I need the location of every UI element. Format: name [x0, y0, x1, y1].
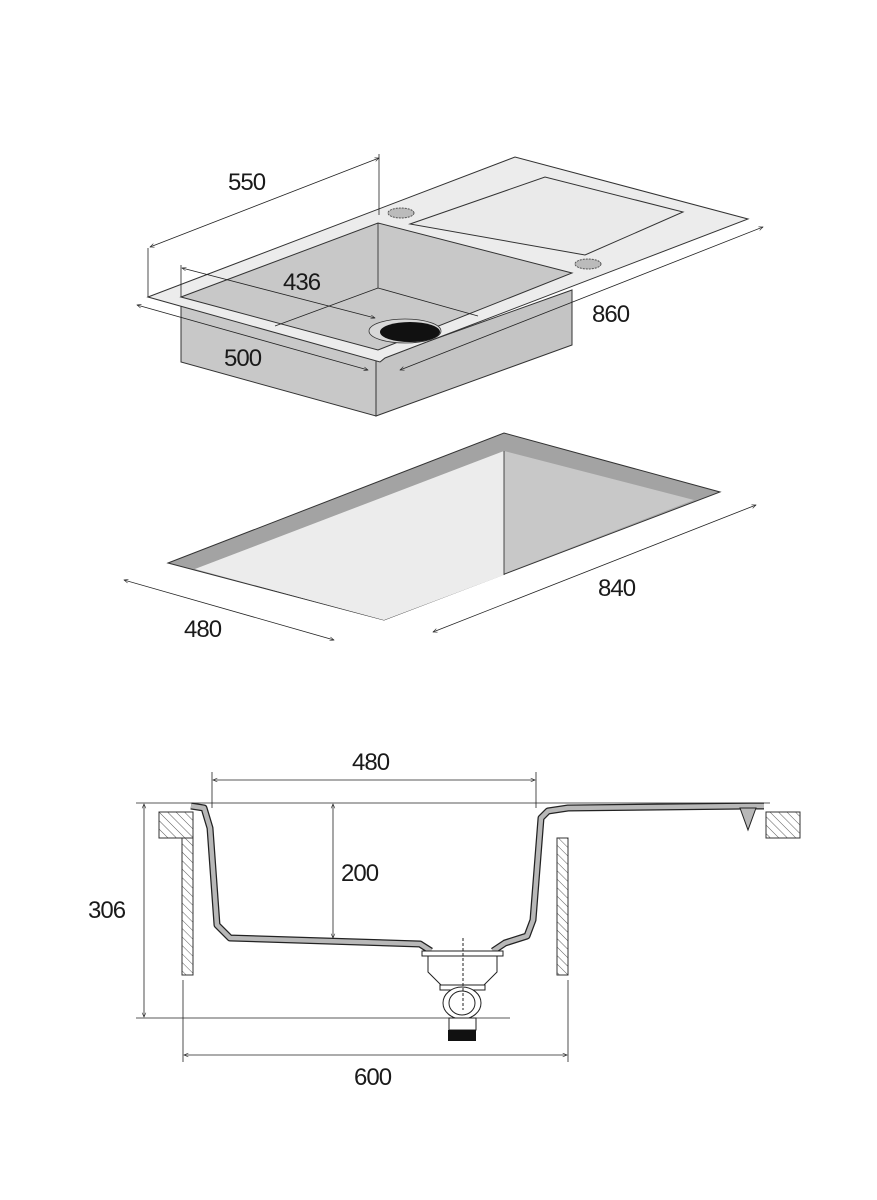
cabinet-wall-left [181, 837, 194, 976]
dim-label-600: 600 [354, 1064, 392, 1091]
tap-hole-2 [574, 258, 602, 270]
dim-line-550 [150, 158, 379, 247]
countertop-cutout: 480 840 [124, 432, 756, 643]
drainer-drip-edge [739, 807, 757, 832]
dim-label-550: 550 [228, 169, 266, 196]
dim-label-860: 860 [592, 301, 630, 328]
worktop-left [158, 811, 194, 839]
dim-line-840 [433, 505, 756, 632]
dim-label-436: 436 [283, 269, 321, 296]
dim-label-840: 840 [598, 575, 636, 602]
dim-label-306: 306 [88, 897, 126, 924]
waste-outlet [448, 1030, 476, 1041]
dim-label-480-section: 480 [352, 749, 390, 776]
cutout-wall-light [195, 451, 504, 620]
sink-profile-outline [190, 802, 764, 954]
tap-hole-1 [387, 207, 415, 219]
drain-hole [380, 322, 440, 342]
sink-profile [190, 803, 764, 953]
dim-line-480-cutout [124, 580, 334, 640]
dim-label-500: 500 [224, 345, 262, 372]
dim-line-500 [137, 305, 368, 370]
isometric-sink: 550 436 500 860 [137, 154, 763, 417]
drain-assembly [421, 938, 504, 1041]
dim-label-480-cutout: 480 [184, 616, 222, 643]
cabinet-wall-right [556, 837, 569, 976]
worktop-right [765, 811, 801, 839]
cross-section: 480 200 306 600 [88, 749, 801, 1091]
dim-label-200: 200 [341, 860, 379, 887]
dim-line-860 [400, 227, 763, 370]
